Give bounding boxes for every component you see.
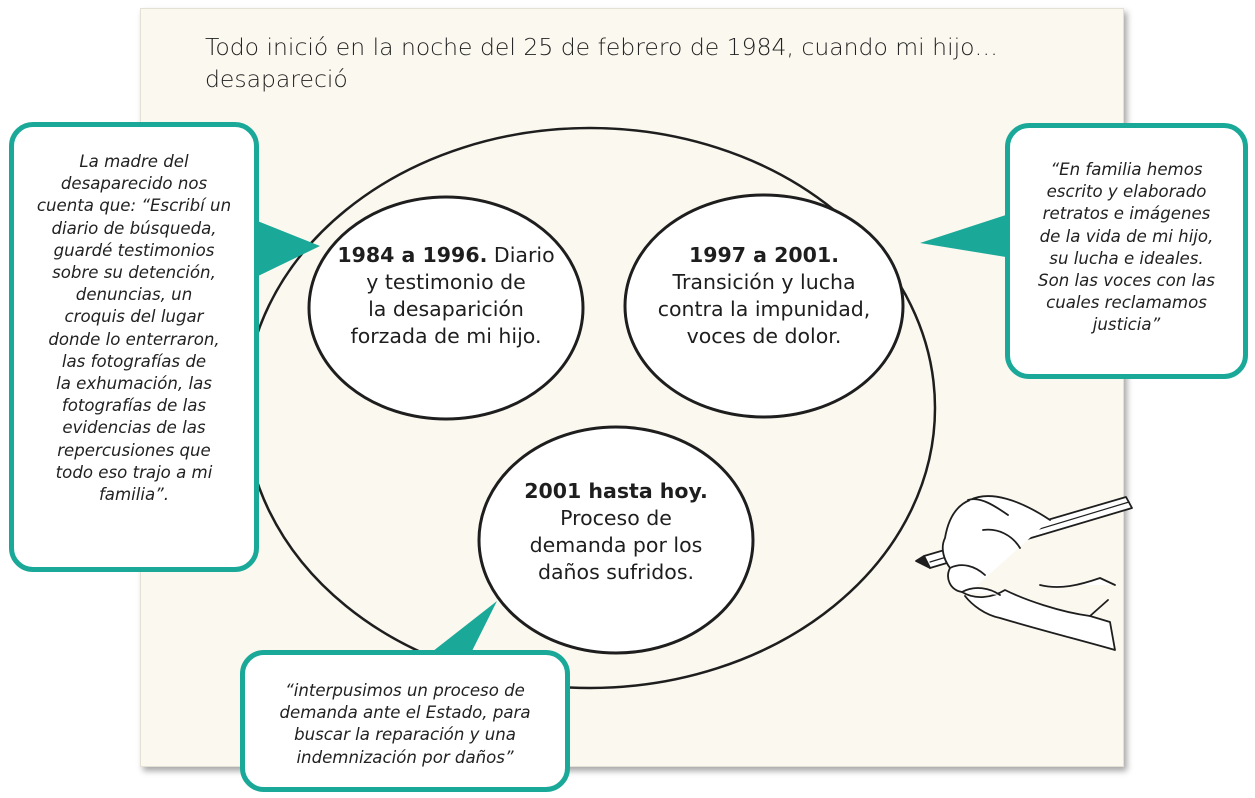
left-callout: La madre del desaparecido nos cuenta que…: [9, 122, 259, 572]
callout-line: diario de búsqueda,: [51, 218, 217, 238]
era-line: voces de dolor.: [686, 324, 842, 348]
title-line-2: desapareció: [205, 65, 348, 93]
era-text-1984: 1984 a 1996. Diario y testimonio de la d…: [320, 242, 572, 350]
callout-line: retratos e imágenes: [1042, 204, 1211, 224]
right-callout: “En familia hemos escrito y elaborado re…: [1005, 123, 1248, 379]
callout-line: justicia”: [1092, 315, 1161, 335]
era-ellipse-2001: [477, 425, 755, 655]
callout-line: “interpusimos un proceso de: [285, 681, 525, 700]
era-label-1984: 1984 a 1996.: [337, 243, 488, 267]
callout-line: familia”.: [98, 485, 170, 505]
era-line: Transición y lucha: [672, 270, 856, 294]
bottom-callout-pointer: [428, 601, 497, 655]
callout-line: cuenta que: “Escribí un: [36, 196, 232, 216]
callout-line: la exhumación, las: [56, 374, 212, 394]
era-line: forzada de mi hijo.: [350, 324, 542, 348]
era-ellipse-1997: [623, 193, 905, 419]
callout-line: croquis del lugar: [64, 307, 204, 327]
callout-line: demanda ante el Estado, para: [279, 703, 531, 723]
callout-line: fotografías de las: [61, 396, 207, 416]
era-label-1997: 1997 a 2001.: [688, 243, 839, 267]
era-text-1997: 1997 a 2001. Transición y lucha contra l…: [634, 242, 894, 350]
title-line-1: Todo inició en la noche del 25 de febrer…: [205, 33, 999, 61]
era-label-2001: 2001 hasta hoy.: [524, 479, 708, 503]
callout-line: Son las voces con las: [1038, 271, 1215, 291]
era-text-2001: 2001 hasta hoy. Proceso de demanda por l…: [490, 478, 742, 586]
hand-writing-with-pencil-icon: [915, 495, 1133, 651]
callout-line: denuncias, un: [75, 285, 193, 305]
callout-line: escrito y elaborado: [1046, 182, 1207, 202]
callout-line: todo eso trajo a mi: [55, 462, 213, 482]
callout-line: cuales reclamamos: [1046, 293, 1207, 313]
era-line: daños sufridos.: [537, 560, 695, 584]
callout-line: sobre su detención,: [52, 263, 216, 283]
era-line: demanda por los: [529, 533, 703, 557]
era-line: Diario: [493, 243, 555, 267]
callout-line: evidencias de las: [62, 418, 206, 438]
callout-line: repercusiones que: [57, 440, 211, 460]
callout-line: de la vida de mi hijo,: [1039, 226, 1214, 246]
bottom-callout: “interpusimos un proceso de demanda ante…: [240, 650, 570, 792]
callout-line: buscar la reparación y una: [294, 725, 516, 745]
callout-line: desaparecido nos: [60, 174, 208, 194]
callout-line: “En familia hemos: [1050, 160, 1203, 179]
era-line: y testimonio de: [366, 270, 526, 294]
callout-line: indemnización por daños”: [296, 747, 514, 767]
era-line: contra la impunidad,: [657, 297, 871, 321]
left-callout-pointer: [250, 218, 320, 280]
page-title: Todo inició en la noche del 25 de febrer…: [205, 31, 1065, 95]
era-line: Proceso de: [560, 506, 672, 530]
era-line: la desaparición: [368, 297, 524, 321]
callout-line: La madre del: [79, 152, 189, 171]
callout-line: guardé testimonios: [53, 240, 215, 260]
callout-line: su lucha e ideales.: [1049, 248, 1204, 268]
right-callout-pointer: [920, 213, 1012, 258]
callout-line: donde lo enterraron,: [48, 329, 220, 349]
callout-line: las fotografías de: [61, 351, 207, 371]
era-ellipse-1984: [307, 195, 585, 421]
